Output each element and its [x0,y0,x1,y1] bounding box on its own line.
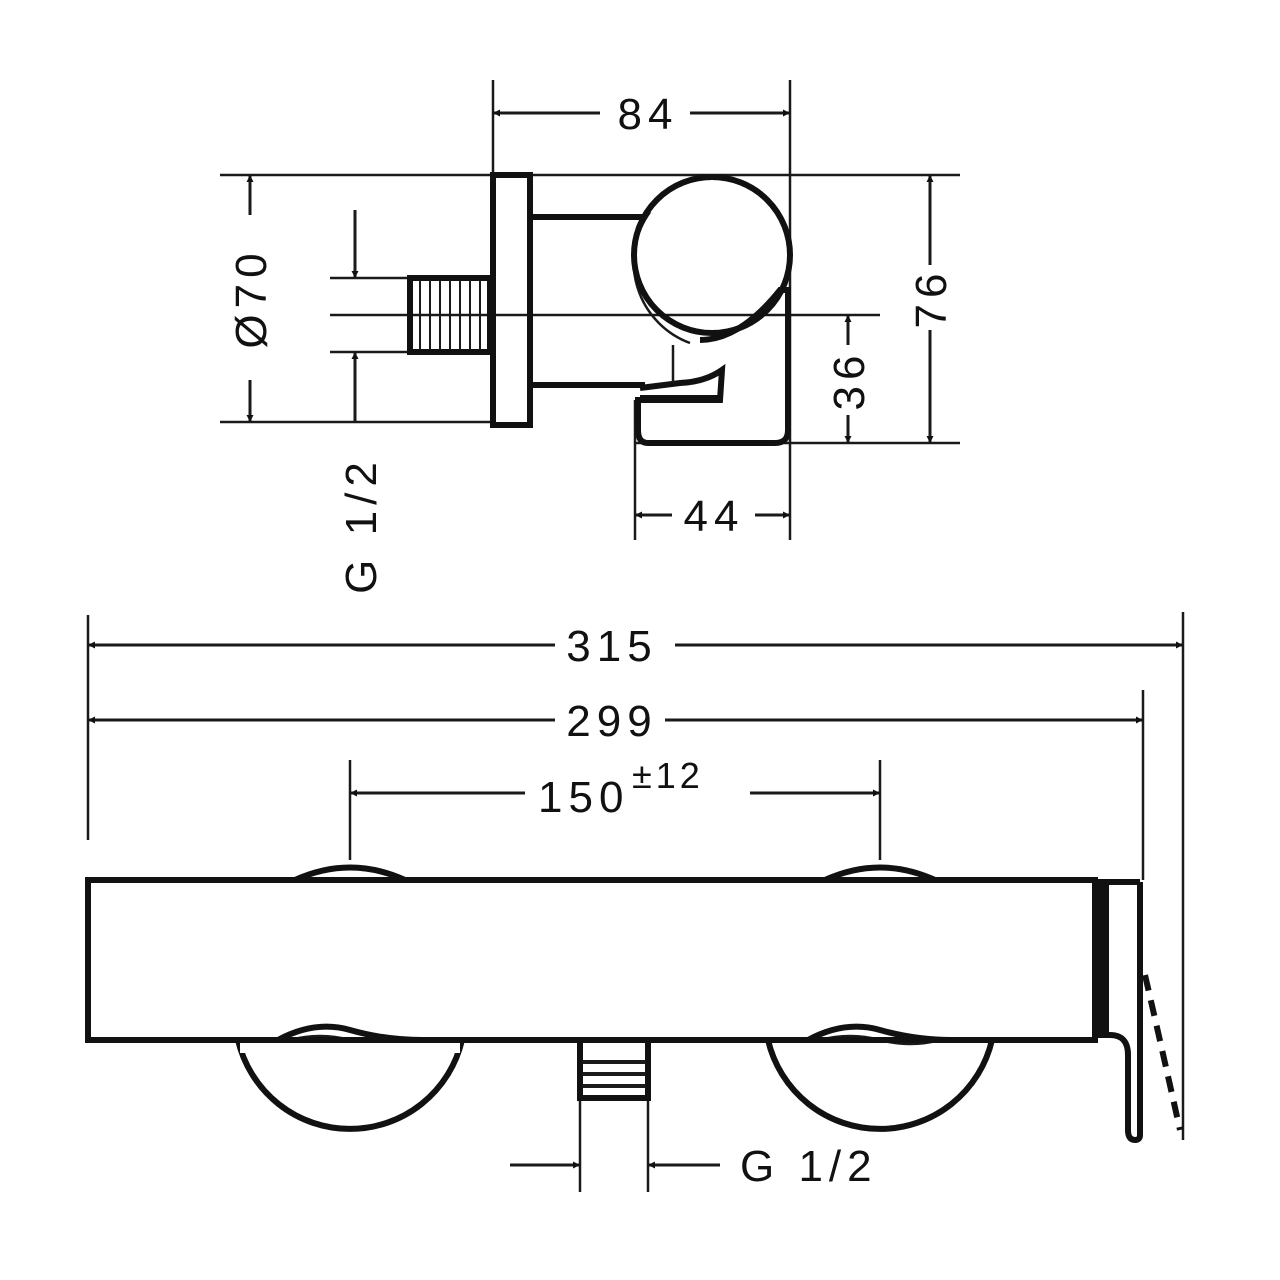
front-view: 315 299 150 ±12 [85,612,1185,1192]
dim-tolerance-label: ±12 [632,755,704,796]
dim-outlet-thread-label: G 1/2 [740,1142,878,1191]
dimension-outlet-depth: 44 [635,492,790,541]
right-handle [765,864,995,1132]
dim-315-label: 315 [566,622,657,671]
dim-d70-label: Ø70 [227,247,276,348]
dimension-width: 84 [493,90,790,139]
dimension-outlet-thread: G 1/2 [510,1142,878,1191]
side-view-part [407,172,793,446]
dim-76-label: 76 [907,268,956,329]
wall-plate [490,172,533,428]
dimension-inlet-thread: G 1/2 [337,210,386,594]
dim-299-label: 299 [566,697,657,746]
dim-150-label: 150 [538,773,629,822]
mixer-body [85,877,1098,1043]
dimension-height: 76 [907,175,956,443]
dimension-centres: 150 ±12 [350,755,880,822]
handle-knob [631,174,793,336]
dim-44-label: 44 [684,492,745,541]
side-view: 84 Ø70 G 1/2 76 36 4 [220,80,960,594]
dimension-plate-diameter: Ø70 [227,175,276,422]
dim-36-label: 36 [825,350,874,411]
dimension-total-length: 315 [88,622,1183,671]
dim-84-label: 84 [618,90,679,139]
thread-hatching [419,280,481,350]
outlet-thread [577,1040,651,1101]
left-handle [235,864,465,1132]
dimension-body-length: 299 [88,697,1143,746]
dimension-outlet-height: 36 [825,315,874,443]
diverter-lever [1095,879,1183,1144]
dim-inlet-thread-label: G 1/2 [337,456,386,594]
